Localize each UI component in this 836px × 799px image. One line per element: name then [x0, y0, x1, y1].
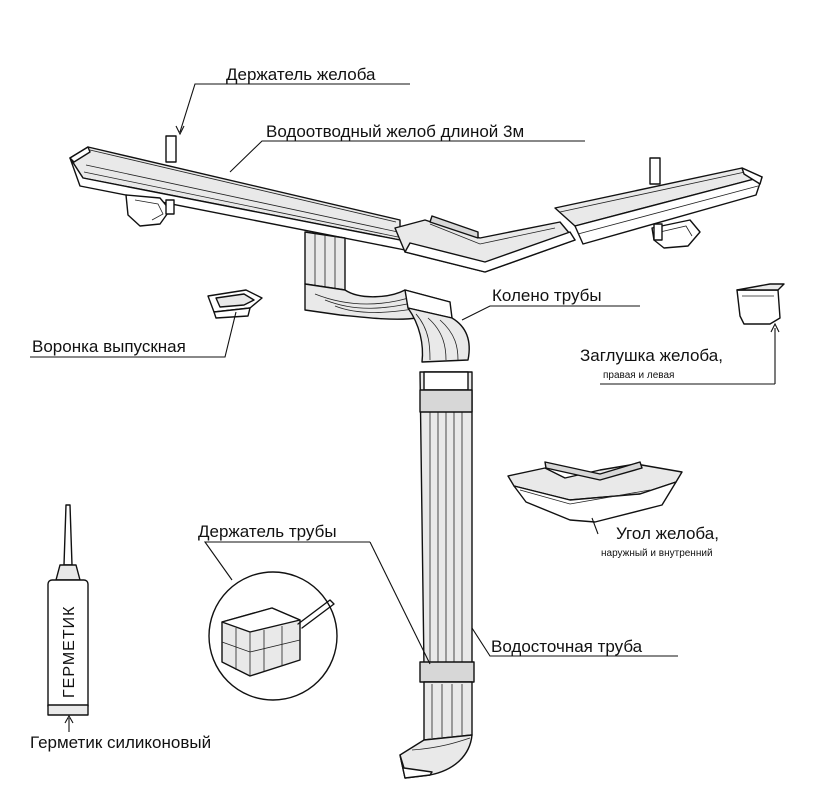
label-gutter-corner-sub: наружный и внутренний	[601, 548, 713, 559]
leader-lines	[30, 83, 780, 732]
label-gutter-cap: Заглушка желоба,	[580, 346, 723, 365]
pipe-holder-band	[419, 661, 475, 683]
outlet-funnel-part	[207, 289, 263, 319]
label-outlet-funnel: Воронка выпускная	[32, 337, 186, 356]
corner-gutter-piece	[394, 215, 576, 273]
bracket-hooks	[125, 135, 701, 249]
pipe-outlet	[399, 734, 473, 779]
label-gutter-holder: Держатель желоба	[226, 65, 376, 84]
downpipe-assembly	[304, 231, 475, 779]
label-sealant: Герметик силиконовый	[30, 733, 211, 752]
labels: Держатель желоба Водоотводный желоб длин…	[30, 65, 723, 752]
left-gutter	[69, 146, 406, 251]
sealant-tube: ГЕРМЕТИК	[47, 504, 89, 716]
gutter-corner-part	[507, 461, 683, 523]
label-pipe-holder: Держатель трубы	[198, 522, 337, 541]
label-pipe-elbow: Колено трубы	[492, 286, 602, 305]
pipe-holder-detail	[208, 571, 338, 701]
pipe-coupling-top	[419, 371, 473, 413]
label-gutter-cap-sub: правая и левая	[603, 370, 674, 381]
right-gutter	[554, 167, 763, 245]
pipe-elbow	[404, 289, 470, 363]
gutter-cap-part	[736, 283, 785, 325]
sealant-tube-label: ГЕРМЕТИК	[61, 606, 78, 698]
gutter-assembly	[69, 135, 763, 273]
label-gutter: Водоотводный желоб длиной 3м	[266, 122, 524, 141]
label-downpipe: Водосточная труба	[491, 637, 643, 656]
label-gutter-corner: Угол желоба,	[616, 524, 719, 543]
